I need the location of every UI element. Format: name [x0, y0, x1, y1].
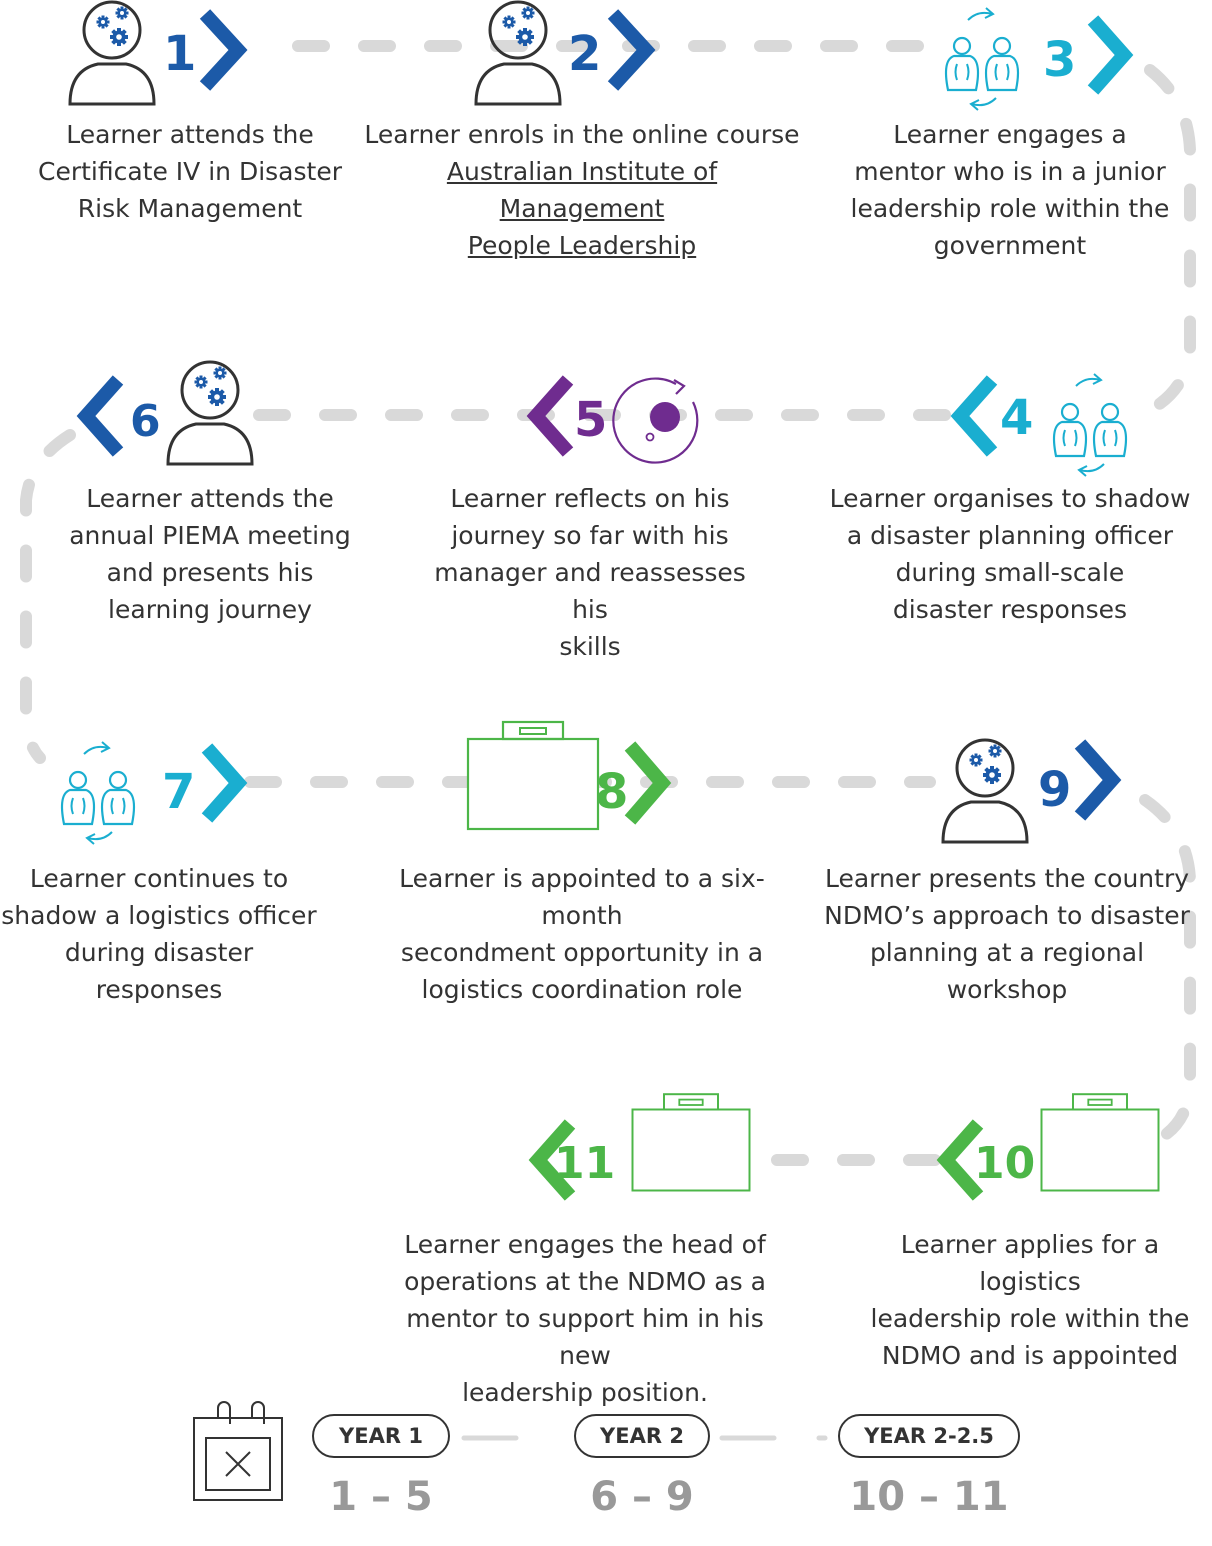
- step-number: 7: [162, 764, 195, 820]
- step-number: 10: [974, 1138, 1035, 1189]
- chevron-left-icon: [936, 1119, 984, 1201]
- chevron-left-icon: [528, 1119, 576, 1201]
- year-2-range: 6 – 9: [590, 1474, 694, 1520]
- briefcase-icon: [1040, 1093, 1160, 1192]
- connector-6-7: [20, 429, 76, 764]
- chevron-right-icon: [199, 9, 248, 91]
- person-gears-icon: [168, 362, 252, 464]
- mentoring-pair-icon: [62, 742, 134, 844]
- briefcase-icon: [631, 1093, 751, 1192]
- step-number: 2: [568, 26, 601, 82]
- year-1-pill: YEAR 1: [312, 1414, 450, 1458]
- course-link[interactable]: Australian Institute of Management: [446, 157, 718, 223]
- chevron-right-icon: [201, 743, 248, 823]
- step-number: 1: [163, 26, 196, 82]
- step-number: 6: [130, 396, 161, 447]
- chevron-left-icon: [76, 375, 124, 457]
- step-number: 5: [574, 392, 607, 448]
- reflection-icon: [612, 377, 699, 464]
- chevron-right-icon: [624, 741, 672, 825]
- year-2-2-5-range: 10 – 11: [849, 1474, 1009, 1520]
- chevron-right-icon: [607, 9, 656, 91]
- briefcase-icon: [466, 720, 600, 831]
- connector-9-10: [1139, 794, 1196, 1141]
- person-gears-icon: [476, 2, 560, 104]
- step-number: 11: [554, 1138, 615, 1189]
- course-link[interactable]: People Leadership: [467, 231, 697, 260]
- person-gears-icon: [943, 740, 1027, 842]
- chevron-left-icon: [950, 375, 998, 457]
- chevron-left-icon: [526, 375, 574, 457]
- year-2-pill: YEAR 2: [574, 1414, 710, 1458]
- mentoring-pair-icon: [1054, 374, 1126, 476]
- chevron-right-icon: [1087, 15, 1134, 95]
- step-2-caption: Learner enrols in the online course Aust…: [362, 116, 802, 264]
- step-number: 8: [595, 764, 628, 820]
- step-number: 3: [1043, 32, 1076, 88]
- step-number: 4: [1000, 390, 1033, 446]
- year-1-range: 1 – 5: [329, 1474, 433, 1520]
- year-2-2-5-pill: YEAR 2-2.5: [838, 1414, 1020, 1458]
- person-gears-icon: [70, 2, 154, 104]
- chevron-right-icon: [1074, 739, 1122, 821]
- step-number: 9: [1038, 762, 1071, 818]
- mentoring-pair-icon: [946, 8, 1018, 110]
- calendar-icon: [193, 1401, 283, 1501]
- connector-3-4: [1144, 64, 1196, 416]
